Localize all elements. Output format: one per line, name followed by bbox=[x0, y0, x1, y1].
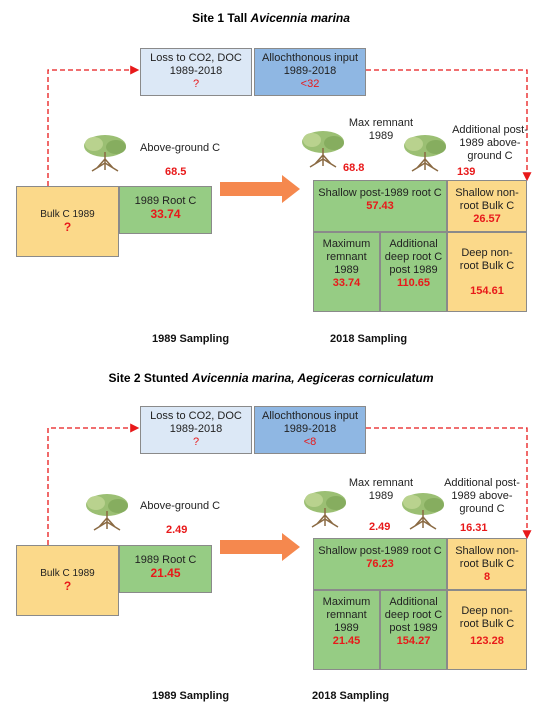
site2-max-remnant-root-value: 21.45 bbox=[332, 635, 361, 647]
site1-max-remnant-root-box: Maximum remnant 1989 33.74 bbox=[313, 232, 380, 312]
site2-deep-nonroot-value: 123.28 bbox=[470, 635, 504, 647]
site1-bulk-value: ? bbox=[63, 220, 72, 234]
site2-max-remnant-root-label: Maximum remnant 1989 bbox=[322, 596, 371, 634]
site1-root-value: 33.74 bbox=[150, 207, 181, 221]
site2-additional-deep-root-value: 154.27 bbox=[396, 635, 431, 647]
site1-time-arrow bbox=[220, 175, 300, 203]
site1-max-remnant-root-label: Maximum remnant 1989 bbox=[322, 238, 371, 276]
site1-loss-label: Loss to CO2, DOC 1989-2018 bbox=[150, 52, 242, 77]
site1-additional-above-value: 139 bbox=[457, 166, 476, 178]
site1-shallow-nonroot-label: Shallow non-root Bulk C bbox=[455, 187, 519, 212]
site1-loss-value: ? bbox=[192, 78, 200, 90]
site1-bulk-box: Bulk C 1989 ? bbox=[16, 186, 119, 257]
site2-above-ground-value: 2.49 bbox=[166, 524, 188, 536]
site1-species: Avicennia marina bbox=[250, 11, 350, 25]
site1-additional-above-label: Additional post-1989 above-ground C bbox=[452, 124, 528, 162]
mangrove-tree-icon bbox=[86, 494, 128, 531]
site1-shallow-root-box: Shallow post-1989 root C 57.43 bbox=[313, 180, 447, 232]
site1-max-remnant-value: 68.8 bbox=[343, 162, 365, 174]
site2-shallow-root-value: 76.23 bbox=[366, 558, 394, 570]
site1-shallow-root-value: 57.43 bbox=[366, 200, 394, 212]
site2-bulk-label: Bulk C 1989 bbox=[40, 568, 95, 579]
site2-title: Site 2 Stunted Avicennia marina, Aegicer… bbox=[108, 371, 434, 385]
site2-shallow-root-box: Shallow post-1989 root C 76.23 bbox=[313, 538, 447, 590]
site1-shallow-nonroot-value: 26.57 bbox=[473, 213, 501, 225]
site2-loss-label: Loss to CO2, DOC 1989-2018 bbox=[150, 410, 242, 435]
site2-max-remnant-value: 2.49 bbox=[369, 521, 391, 533]
site2-sampling-2018: 2018 Sampling bbox=[312, 690, 390, 702]
site1-above-ground-value: 68.5 bbox=[165, 166, 187, 178]
site1-allochthonous-box: Allochthonous input 1989-2018 <32 bbox=[254, 48, 366, 96]
site2-deep-nonroot-label: Deep non-root Bulk C bbox=[459, 605, 515, 630]
site2-additional-deep-root-box: Additional deep root C post 1989 154.27 bbox=[380, 590, 447, 670]
site1-root-box: 1989 Root C 33.74 bbox=[119, 186, 212, 234]
site2-additional-deep-root-label: Additional deep root C post 1989 bbox=[384, 596, 443, 634]
site2-bulk-box: Bulk C 1989 ? bbox=[16, 545, 119, 616]
site1-sampling-1989: 1989 Sampling bbox=[152, 333, 230, 345]
site2-above-ground-label: Above-ground C bbox=[140, 500, 221, 512]
site2-additional-above-value: 16.31 bbox=[460, 522, 488, 534]
site2-bulk-value: ? bbox=[63, 579, 72, 593]
site1-title: Site 1 Tall Avicennia marina bbox=[192, 11, 350, 25]
site1-shallow-root-label: Shallow post-1989 root C bbox=[318, 187, 442, 199]
site2-max-remnant-root-box: Maximum remnant 1989 21.45 bbox=[313, 590, 380, 670]
site1-additional-deep-root-label: Additional deep root C post 1989 bbox=[384, 238, 443, 276]
site1-shallow-nonroot-box: Shallow non-root Bulk C 26.57 bbox=[447, 180, 527, 232]
site1-max-remnant-label: Max remnant 1989 bbox=[348, 117, 414, 142]
site1-allochthonous-value: <32 bbox=[300, 78, 320, 90]
site2-loss-box: Loss to CO2, DOC 1989-2018 ? bbox=[140, 406, 252, 454]
site2-allochthonous-value: <8 bbox=[303, 436, 317, 448]
site1-deep-nonroot-box: Deep non-root Bulk C 154.61 bbox=[447, 232, 527, 312]
site2-root-value: 21.45 bbox=[150, 566, 181, 580]
mangrove-tree-icon bbox=[404, 135, 446, 172]
site2-allochthonous-label: Allochthonous input 1989-2018 bbox=[261, 410, 358, 435]
site2-shallow-nonroot-box: Shallow non-root Bulk C 8 bbox=[447, 538, 527, 590]
site2-shallow-nonroot-label: Shallow non-root Bulk C bbox=[455, 545, 519, 570]
site1-allochthonous-label: Allochthonous input 1989-2018 bbox=[261, 52, 358, 77]
site2-sampling-1989: 1989 Sampling bbox=[152, 690, 230, 702]
site2-root-label: 1989 Root C bbox=[134, 554, 197, 566]
mangrove-tree-icon bbox=[302, 131, 344, 168]
site2-deep-nonroot-box: Deep non-root Bulk C 123.28 bbox=[447, 590, 527, 670]
site1-root-label: 1989 Root C bbox=[134, 195, 197, 207]
mangrove-tree-icon bbox=[402, 493, 444, 530]
site1-deep-nonroot-label: Deep non-root Bulk C bbox=[459, 247, 515, 272]
site1-additional-deep-root-value: 110.65 bbox=[396, 277, 431, 289]
site1-loss-box: Loss to CO2, DOC 1989-2018 ? bbox=[140, 48, 252, 96]
site2-loss-value: ? bbox=[192, 436, 200, 448]
site1-bulk-label: Bulk C 1989 bbox=[40, 209, 95, 220]
site1-max-remnant-root-value: 33.74 bbox=[332, 277, 361, 289]
site2-time-arrow bbox=[220, 533, 300, 561]
mangrove-tree-icon bbox=[84, 135, 126, 172]
mangrove-tree-icon bbox=[304, 491, 346, 528]
site1-additional-deep-root-box: Additional deep root C post 1989 110.65 bbox=[380, 232, 447, 312]
site2-species: Avicennia marina, Aegiceras corniculatum bbox=[191, 371, 434, 385]
site1-sampling-2018: 2018 Sampling bbox=[330, 333, 408, 345]
site2-root-box: 1989 Root C 21.45 bbox=[119, 545, 212, 593]
site2-shallow-nonroot-value: 8 bbox=[483, 571, 491, 583]
site2-allochthonous-box: Allochthonous input 1989-2018 <8 bbox=[254, 406, 366, 454]
site1-deep-nonroot-value: 154.61 bbox=[470, 285, 504, 297]
site1-above-ground-label: Above-ground C bbox=[140, 142, 221, 154]
site2-max-remnant-label: Max remnant 1989 bbox=[348, 477, 414, 502]
site2-shallow-root-label: Shallow post-1989 root C bbox=[318, 545, 442, 557]
site2-additional-above-label: Additional post-1989 above-ground C bbox=[444, 477, 520, 515]
